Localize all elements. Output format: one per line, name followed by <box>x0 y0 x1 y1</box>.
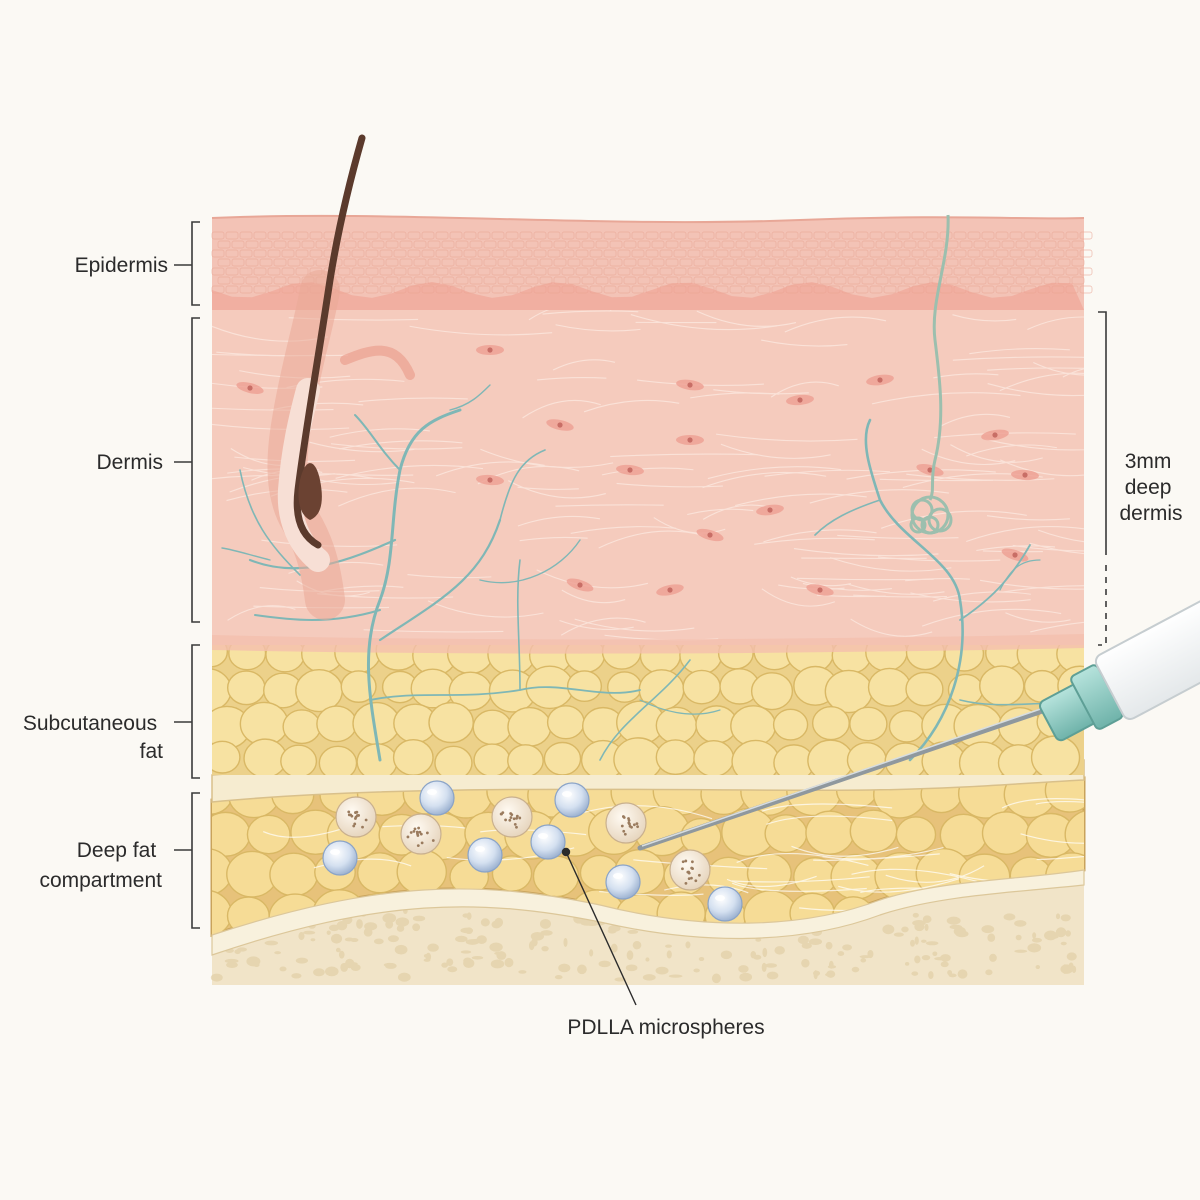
layer-brackets <box>174 221 200 929</box>
microsphere-clear <box>707 886 743 922</box>
depth-bracket <box>1098 311 1107 646</box>
subcutaneous-fat-layer <box>212 645 1084 775</box>
microsphere-clear <box>530 824 566 860</box>
label-pdlla-microspheres: PDLLA microspheres <box>567 1016 764 1039</box>
pdlla-microspheres <box>322 780 743 922</box>
sweat-gland <box>909 214 953 535</box>
blood-vessels <box>221 384 1071 762</box>
dermis-layer <box>212 300 1084 654</box>
microsphere-clear <box>554 782 590 818</box>
microsphere-speckled <box>669 849 711 891</box>
label-dermis: Dermis <box>97 451 164 474</box>
microsphere-pointer <box>561 847 637 1006</box>
label-depth-note: 3mm deep dermis <box>1119 450 1182 525</box>
bone-fascia-band <box>211 869 1085 956</box>
epidermis-layer <box>211 214 1093 310</box>
microsphere-clear <box>322 840 358 876</box>
syringe <box>637 594 1200 851</box>
microsphere-clear <box>605 864 641 900</box>
label-subcutaneous-fat: Subcutaneous fat <box>23 712 163 763</box>
label-deep-fat-compartment: Deep fat compartment <box>39 839 162 892</box>
microsphere-clear <box>419 780 455 816</box>
microsphere-speckled <box>605 802 647 844</box>
label-epidermis: Epidermis <box>75 254 168 277</box>
hair-follicle <box>267 134 415 620</box>
microsphere-clear <box>467 837 503 873</box>
